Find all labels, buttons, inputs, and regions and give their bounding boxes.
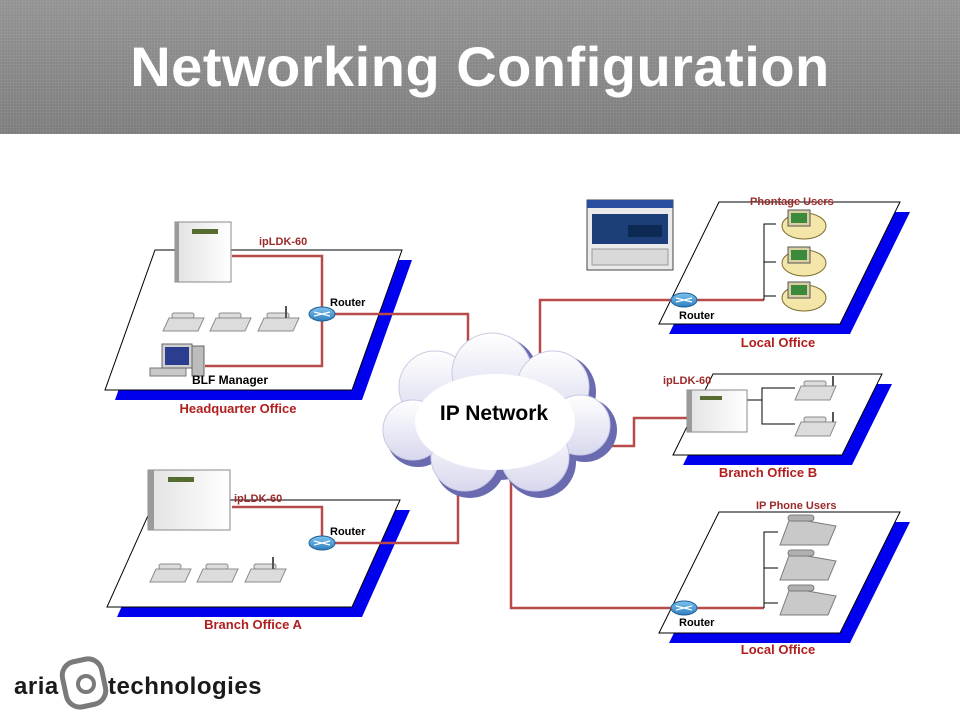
branch-b-device-label: ipLDK-60 [663,375,711,387]
phone-icon [794,376,837,437]
router-icon [308,306,336,322]
ip-phone-users-label: IP Phone Users [756,500,837,512]
local-top-office-label: Local Office [741,335,815,350]
branch-b-office-label: Branch Office B [719,465,817,480]
logo-text-left: aria [14,673,59,700]
logo-at-icon [59,656,109,710]
page-title: Networking Configuration [130,35,830,98]
phone-icon [162,306,300,332]
hq-office-label: Headquarter Office [179,401,296,416]
local-bottom-router-label: Router [679,617,715,629]
ip-phone-icon [779,514,837,616]
branch-a-router-label: Router [330,526,366,538]
pbx-branch-b [686,389,748,433]
router-icon [308,535,336,551]
local-top-router-label: Router [679,310,715,322]
phone-icon [149,557,287,583]
blf-manager-label: BLF Manager [192,373,268,387]
company-logo: aria technologies [14,656,262,710]
pc-user-icon [781,209,827,312]
header-banner: Networking Configuration [0,0,960,134]
platform-local-bottom [658,511,910,643]
ip-network-cloud: IP Network [382,332,617,498]
pbx-branch-a [147,469,231,531]
hq-router-label: Router [330,297,366,309]
softphone-window [586,199,674,271]
cloud-label: IP Network [440,402,548,425]
pbx-hq [174,221,232,283]
router-icon [670,600,698,616]
phontage-users-label: Phontage Users [750,196,834,208]
computer-icon [149,343,205,377]
hq-device-label: ipLDK-60 [259,236,307,248]
router-icon [670,292,698,308]
phone-links [747,223,795,608]
branch-a-device-label: ipLDK-60 [234,493,282,505]
logo-text-right: technologies [108,673,262,700]
local-bottom-office-label: Local Office [741,642,815,657]
branch-a-office-label: Branch Office A [204,617,302,632]
